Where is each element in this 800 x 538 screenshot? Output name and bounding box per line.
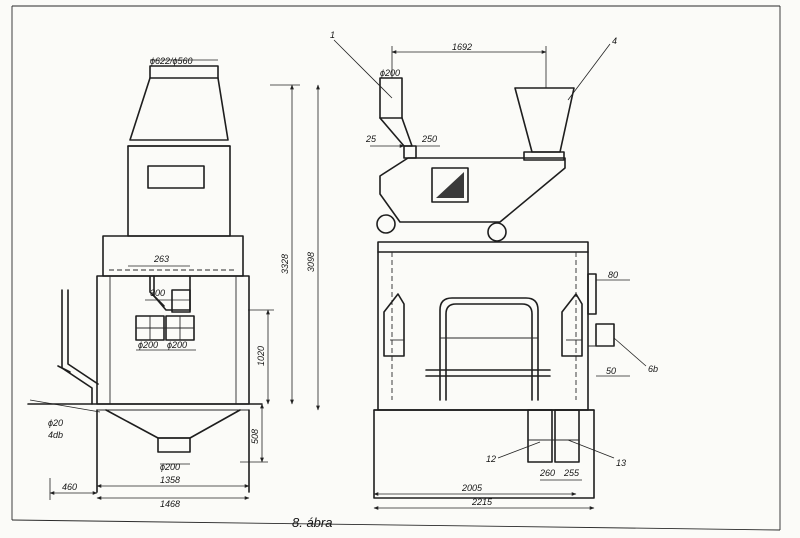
figure-caption: 8. ábra xyxy=(292,515,332,530)
side-view xyxy=(333,39,647,510)
dim-2215-label: 2215 xyxy=(471,497,493,507)
dim-1692-label: 1692 xyxy=(452,42,472,52)
dim-3328-label: 3328 xyxy=(280,254,290,274)
left-insert xyxy=(383,293,405,357)
dim-50-label: 50 xyxy=(606,366,616,376)
part-12-label: 12 xyxy=(486,454,496,464)
dim-1020-label: 1020 xyxy=(256,346,266,366)
dim-255-label: 255 xyxy=(563,468,580,478)
front-view-labels: ϕ622/ϕ560 263 300 ϕ200 ϕ200 ϕ200 ϕ20 4db… xyxy=(48,56,316,509)
dim-263-label: 263 xyxy=(153,254,169,264)
dim-1358-label: 1358 xyxy=(160,475,180,485)
pipe-count-label: 4db xyxy=(48,430,63,440)
side-attachment xyxy=(595,323,615,347)
side-top-housing xyxy=(379,157,566,223)
outlet-left-label: ϕ200 xyxy=(138,340,158,350)
outlet-right-label: ϕ200 xyxy=(167,340,187,350)
dim-260-label: 260 xyxy=(539,468,555,478)
part-13-label: 13 xyxy=(616,458,626,468)
frame-border xyxy=(11,5,781,531)
part-4-label: 4 xyxy=(612,36,617,46)
dim-25-label: 25 xyxy=(365,134,377,144)
hood-diameter-label: ϕ622/ϕ560 xyxy=(150,56,193,66)
outlet-13 xyxy=(554,409,580,463)
dim-508-label: 508 xyxy=(250,429,260,444)
dim-3098-label: 3098 xyxy=(306,252,316,272)
left-fan xyxy=(376,214,396,234)
inlet-diameter-label: ϕ200 xyxy=(380,68,400,78)
inlet-pipe xyxy=(379,77,403,119)
side-base xyxy=(373,409,595,499)
hood-rim xyxy=(149,65,219,79)
hopper xyxy=(105,409,241,439)
dim-300-label: 300 xyxy=(150,288,165,298)
product-funnel xyxy=(514,87,575,153)
inspection-window xyxy=(147,165,205,189)
pipe-diameter-label: ϕ20 xyxy=(48,418,63,428)
side-pipe xyxy=(61,289,93,405)
front-view xyxy=(27,59,320,500)
upper-housing xyxy=(127,145,231,237)
side-view-labels: 1692 ϕ200 25 250 80 50 260 255 2005 2215… xyxy=(330,30,658,507)
right-insert xyxy=(561,293,583,357)
outlet-12 xyxy=(527,409,553,463)
side-main-body xyxy=(377,241,589,411)
side-inspection-window xyxy=(431,167,469,203)
hopper-outlet-label: ϕ200 xyxy=(160,462,180,472)
part-1-label: 1 xyxy=(330,30,335,40)
dim-1468-label: 1468 xyxy=(160,499,180,509)
dim-80-label: 80 xyxy=(608,270,618,280)
door-frame xyxy=(439,297,539,401)
dim-250-label: 250 xyxy=(421,134,437,144)
part-6b-label: 6b xyxy=(648,364,658,374)
right-fan xyxy=(487,222,507,242)
hopper-outlet xyxy=(157,437,191,453)
hood-cone xyxy=(129,77,229,141)
dim-2005-label: 2005 xyxy=(461,483,483,493)
dim-460-label: 460 xyxy=(62,482,77,492)
